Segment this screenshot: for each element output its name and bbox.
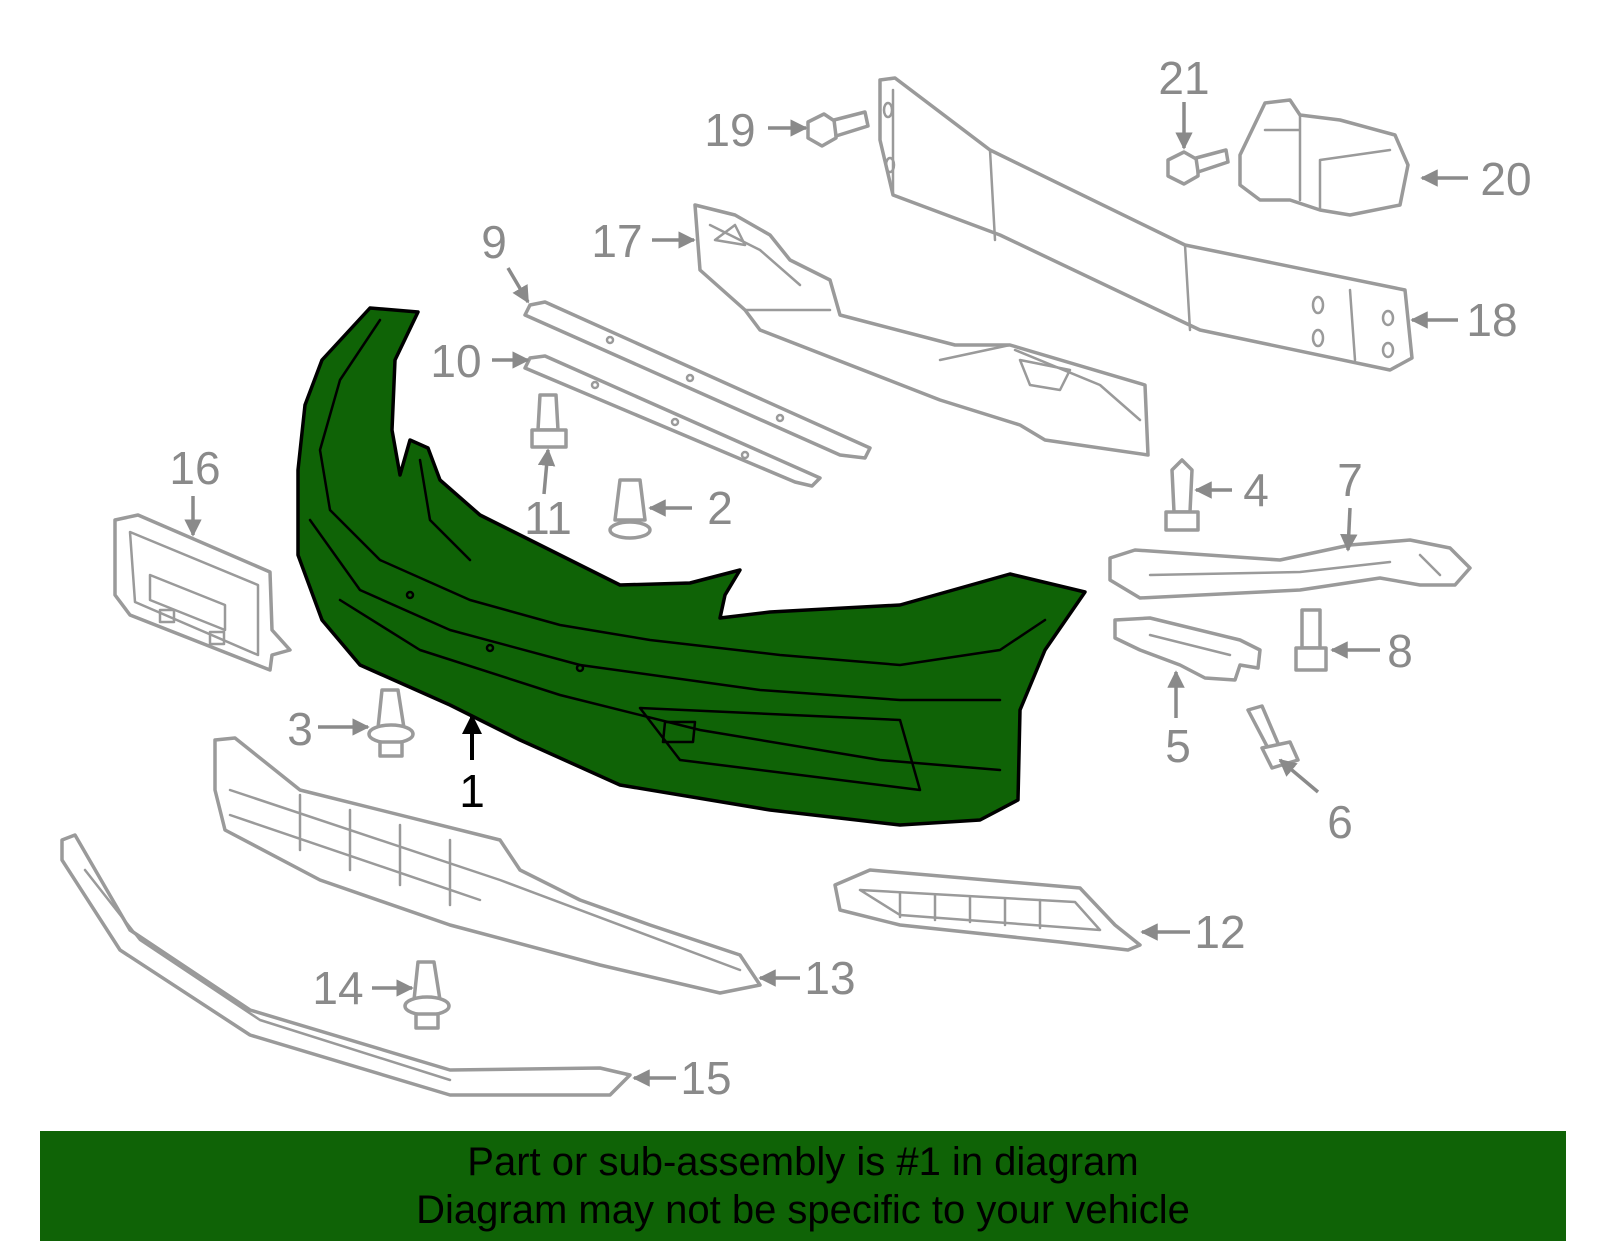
callout-18: 18: [1466, 294, 1517, 346]
callout-5: 5: [1165, 720, 1191, 772]
part-4-screw[interactable]: [1164, 458, 1200, 532]
callout-11: 11: [524, 492, 572, 544]
callout-3: 3: [287, 703, 313, 755]
part-18-bumper-beam[interactable]: [878, 76, 1414, 372]
part-15-lower-molding[interactable]: [60, 833, 632, 1097]
callout-20: 20: [1480, 153, 1531, 205]
callout-1: 1: [459, 765, 485, 817]
callout-2: 2: [707, 482, 733, 534]
part-1-bumper-cover[interactable]: [296, 306, 1087, 827]
callout-13: 13: [804, 952, 855, 1004]
callout-14: 14: [312, 962, 363, 1014]
part-6-screw[interactable]: [1246, 704, 1300, 770]
part-3-push-clip[interactable]: [367, 688, 415, 758]
callout-4: 4: [1243, 464, 1269, 516]
banner-line-2: Diagram may not be specific to your vehi…: [416, 1188, 1190, 1232]
callout-16: 16: [169, 442, 220, 494]
callout-19: 19: [704, 104, 755, 156]
part-19-bolt[interactable]: [806, 110, 870, 148]
part-2-push-clip[interactable]: [608, 478, 652, 540]
callout-15: 15: [680, 1052, 731, 1104]
callout-12: 12: [1194, 906, 1245, 958]
banner-line-1: Part or sub-assembly is #1 in diagram: [467, 1140, 1139, 1184]
part-12-fog-grille[interactable]: [833, 868, 1142, 952]
part-8-bolt[interactable]: [1294, 608, 1328, 672]
part-17-energy-absorber[interactable]: [693, 203, 1150, 457]
callout-labels: 1 2 3 4 5 6 7 8 9 10 11 12 13 14 15 16 1…: [169, 52, 1531, 1104]
callout-8: 8: [1387, 625, 1413, 677]
callout-7: 7: [1337, 454, 1363, 506]
callout-21: 21: [1158, 52, 1209, 104]
callout-10: 10: [430, 335, 481, 387]
part-16-license-bracket[interactable]: [113, 513, 292, 672]
part-11-clip[interactable]: [530, 393, 568, 449]
callout-6: 6: [1327, 796, 1353, 848]
part-21-bolt[interactable]: [1166, 148, 1230, 186]
info-banner: Part or sub-assembly is #1 in diagram Di…: [40, 1131, 1566, 1241]
part-13-lower-grille[interactable]: [213, 736, 762, 995]
part-7-side-bracket[interactable]: [1108, 538, 1472, 600]
part-5-side-support[interactable]: [1113, 616, 1262, 682]
leader-lines: [184, 102, 1468, 1087]
part-9-upper-seal[interactable]: [523, 300, 872, 460]
part-20-bracket[interactable]: [1238, 98, 1410, 217]
part-14-push-clip[interactable]: [403, 960, 451, 1030]
callout-17: 17: [591, 215, 642, 267]
callout-9: 9: [481, 216, 507, 268]
